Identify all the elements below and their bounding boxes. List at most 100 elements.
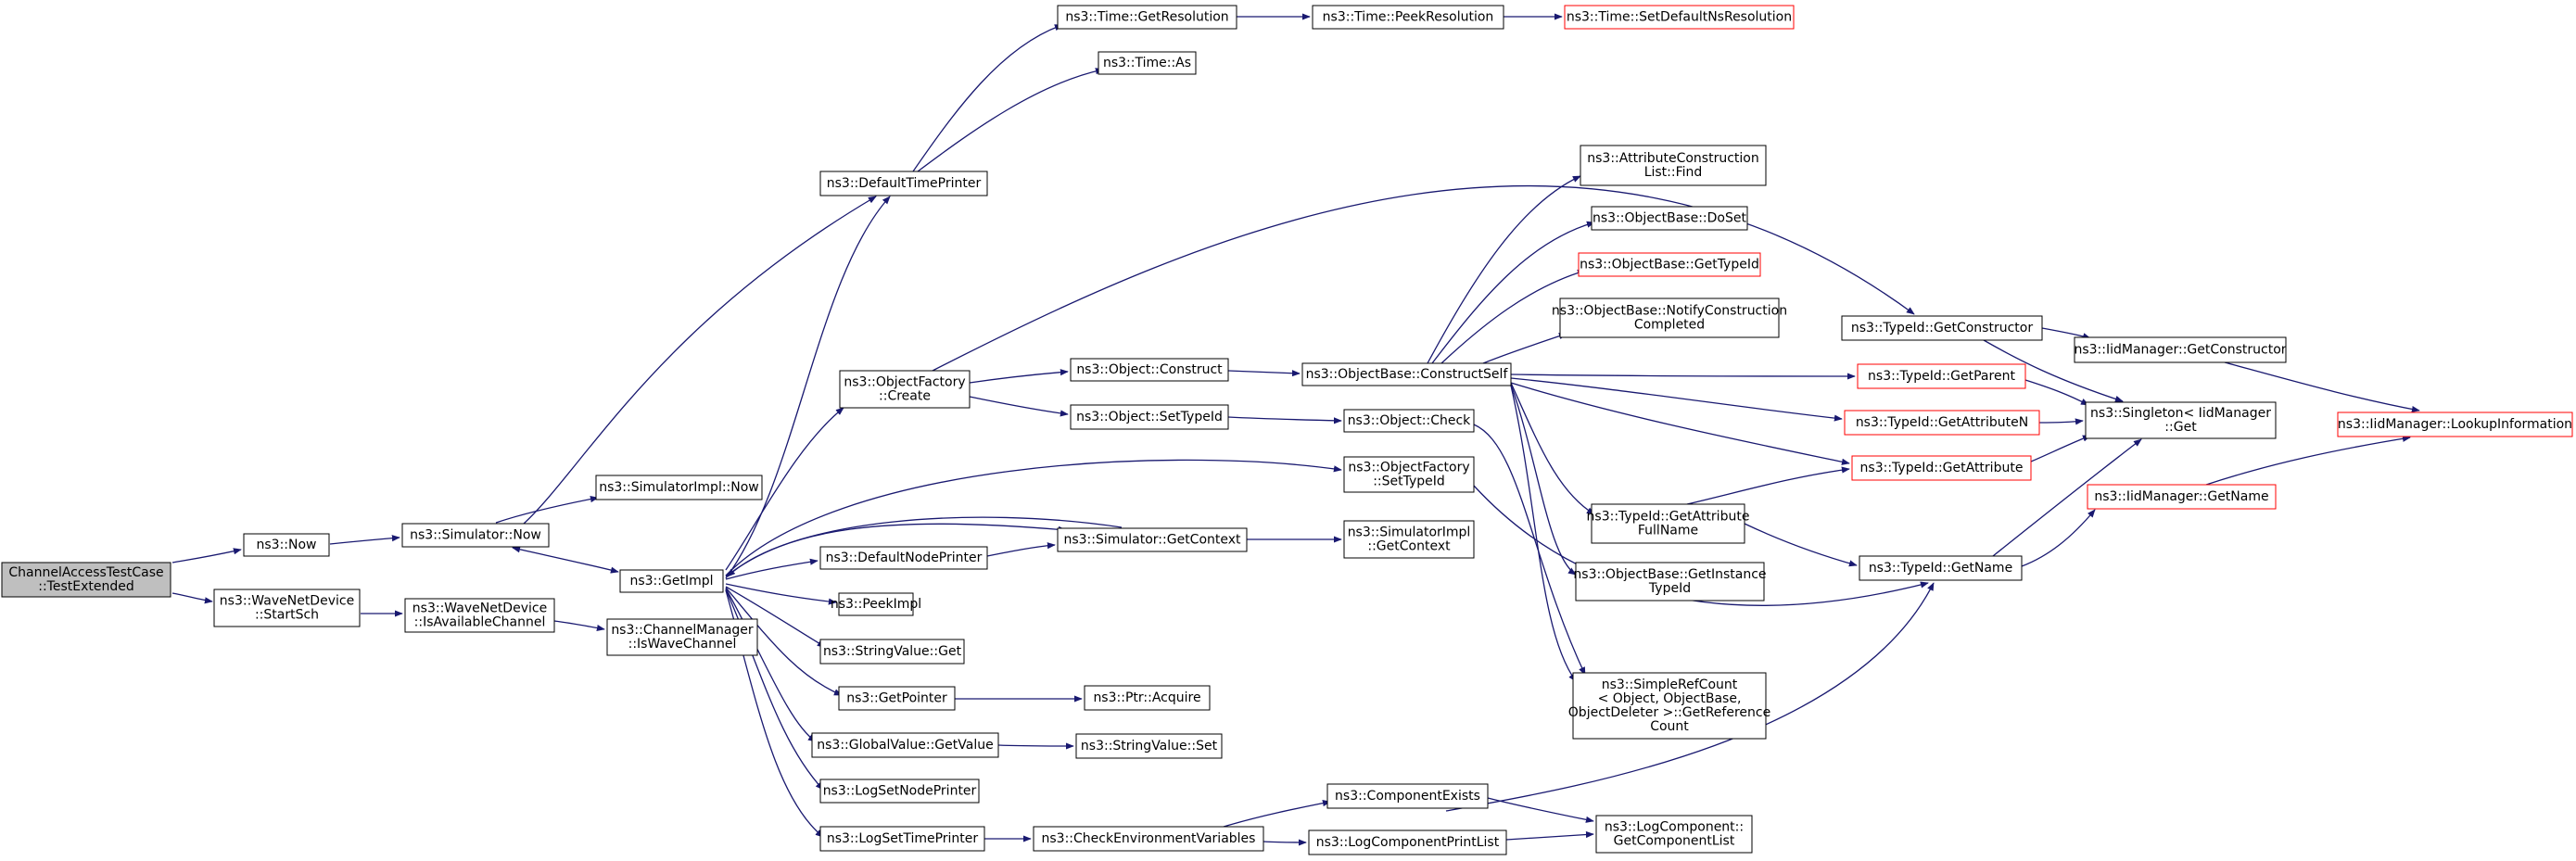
- node-root[interactable]: ChannelAccessTestCase::TestExtended: [1, 562, 171, 598]
- node-simnow[interactable]: ns3::Simulator::Now: [401, 523, 550, 548]
- node-label: ns3::PeekImpl: [831, 597, 921, 612]
- node-obgettypeid[interactable]: ns3::ObjectBase::GetTypeId: [1578, 252, 1761, 277]
- node-box: [1, 562, 171, 598]
- node-label: ::IsAvailableChannel: [414, 615, 546, 630]
- node-label: ns3::ObjectBase::ConstructSelf: [1306, 367, 1509, 382]
- node-timeas[interactable]: ns3::Time::As: [1098, 51, 1197, 75]
- node-label: < Object, ObjectBase,: [1598, 691, 1742, 706]
- node-peekres[interactable]: ns3::Time::PeekResolution: [1312, 5, 1504, 30]
- node-box: [1312, 5, 1504, 30]
- node-box: [401, 523, 550, 548]
- edge-constructself-to-simplerefcount: [1510, 385, 1577, 682]
- node-label: ::Create: [879, 389, 931, 404]
- node-isavail[interactable]: ns3::WaveNetDevice::IsAvailableChannel: [404, 598, 555, 633]
- node-label: ObjectDeleter >::GetReference: [1568, 705, 1770, 720]
- node-compexists[interactable]: ns3::ComponentExists: [1326, 783, 1489, 809]
- node-deftime[interactable]: ns3::DefaultTimePrinter: [819, 171, 988, 196]
- node-label: ns3::GetPointer: [846, 691, 947, 706]
- edge-iidgetconstructor-to-iidlookup: [2224, 361, 2420, 413]
- node-peekimpl[interactable]: ns3::PeekImpl: [831, 592, 921, 616]
- node-label: ns3::GetImpl: [629, 574, 713, 589]
- node-tidgetattr[interactable]: ns3::TypeId::GetAttribute: [1851, 455, 2032, 481]
- node-box: [1591, 503, 1745, 544]
- node-simimplnow[interactable]: ns3::SimulatorImpl::Now: [595, 475, 763, 500]
- node-box: [1857, 363, 2026, 389]
- node-label: ns3::ComponentExists: [1335, 789, 1480, 804]
- edge-tidgetname-to-singletonget: [1992, 438, 2142, 557]
- node-logsettime[interactable]: ns3::LogSetTimePrinter: [819, 826, 985, 852]
- node-simgetctx[interactable]: ns3::Simulator::GetContext: [1057, 527, 1248, 552]
- node-label: ns3::LogSetNodePrinter: [823, 784, 977, 799]
- node-singletonget[interactable]: ns3::Singleton< IidManager::Get: [2085, 401, 2277, 439]
- node-iswave[interactable]: ns3::ChannelManager::IsWaveChannel: [606, 618, 758, 656]
- node-strvalget[interactable]: ns3::StringValue::Get: [819, 639, 965, 665]
- node-box: [1033, 826, 1264, 852]
- node-now[interactable]: ns3::Now: [243, 533, 330, 557]
- edge-getimpl-to-strvalget: [725, 586, 826, 648]
- node-label: ns3::IidManager::GetConstructor: [2074, 343, 2286, 358]
- node-objcheck[interactable]: ns3::Object::Check: [1343, 409, 1475, 433]
- node-iidgetconstructor[interactable]: ns3::IidManager::GetConstructor: [2074, 336, 2287, 363]
- edge-constructself-to-tidgetattrn: [1510, 377, 1843, 422]
- edge-ofcreate-to-tidgetconstructor: [932, 184, 1915, 372]
- edge-root-to-startsch: [171, 592, 213, 604]
- node-label: ns3::Time::PeekResolution: [1323, 10, 1494, 25]
- node-label: ns3::IidManager::GetName: [2094, 489, 2268, 504]
- edge-getimpl-to-logsetnode: [725, 589, 824, 791]
- node-doset[interactable]: ns3::ObjectBase::DoSet: [1591, 206, 1748, 231]
- edge-simnow-to-getimpl: [512, 546, 619, 574]
- node-label: ns3::Object::SetTypeId: [1076, 410, 1223, 424]
- node-label: ns3::StringValue::Get: [823, 644, 962, 659]
- node-box: [1564, 5, 1795, 30]
- edge-getattrfullname-to-tidgetname: [1744, 523, 1858, 567]
- node-box: [1343, 520, 1475, 559]
- node-getpointer[interactable]: ns3::GetPointer: [838, 686, 956, 711]
- node-startsch[interactable]: ns3::WaveNetDevice::StartSch: [213, 589, 361, 627]
- node-label: ns3::Object::Check: [1348, 413, 1471, 428]
- node-box: [619, 569, 724, 593]
- node-tidgetparent[interactable]: ns3::TypeId::GetParent: [1857, 363, 2026, 389]
- node-logcompprint[interactable]: ns3::LogComponentPrintList: [1308, 829, 1507, 855]
- node-objsettypeid[interactable]: ns3::Object::SetTypeId: [1070, 404, 1229, 430]
- node-tidgetattrn[interactable]: ns3::TypeId::GetAttributeN: [1844, 410, 2040, 436]
- edge-gvgetvalue-to-strvalset: [997, 742, 1074, 750]
- node-box: [2087, 484, 2277, 510]
- node-ptracquire[interactable]: ns3::Ptr::Acquire: [1084, 685, 1211, 711]
- edge-ofcreate-to-objsettypeid: [969, 396, 1069, 417]
- node-box: [1841, 315, 2043, 341]
- node-label: ns3::SimpleRefCount: [1602, 677, 1738, 692]
- edges-layer: [171, 13, 2420, 846]
- node-tidgetname[interactable]: ns3::TypeId::GetName: [1859, 555, 2023, 581]
- node-label: ns3::TypeId::GetAttribute: [1587, 510, 1750, 525]
- node-objconstruct[interactable]: ns3::Object::Construct: [1070, 358, 1229, 382]
- node-iidlookup[interactable]: ns3::IidManager::LookupInformation: [2337, 412, 2573, 437]
- node-ofsettypeid[interactable]: ns3::ObjectFactory::SetTypeId: [1343, 456, 1475, 493]
- node-getimpl[interactable]: ns3::GetImpl: [619, 569, 724, 593]
- node-setdefns[interactable]: ns3::Time::SetDefaultNsResolution: [1564, 5, 1795, 30]
- node-notifyconst[interactable]: ns3::ObjectBase::NotifyConstructionCompl…: [1552, 298, 1787, 338]
- node-logsetnode[interactable]: ns3::LogSetNodePrinter: [819, 779, 980, 804]
- node-strvalset[interactable]: ns3::StringValue::Set: [1075, 733, 1223, 759]
- node-defnode[interactable]: ns3::DefaultNodePrinter: [819, 546, 988, 570]
- node-label: ns3::TypeId::GetName: [1869, 561, 2012, 576]
- node-box: [838, 592, 914, 616]
- node-iidgetname[interactable]: ns3::IidManager::GetName: [2087, 484, 2277, 510]
- node-simimplctx[interactable]: ns3::SimulatorImpl::GetContext: [1343, 520, 1475, 559]
- node-simplerefcount[interactable]: ns3::SimpleRefCount< Object, ObjectBase,…: [1568, 672, 1770, 740]
- node-label: ns3::TypeId::GetParent: [1868, 369, 2015, 384]
- node-tidgetconstructor[interactable]: ns3::TypeId::GetConstructor: [1841, 315, 2043, 341]
- node-box: [1844, 410, 2040, 436]
- node-box: [2085, 401, 2277, 439]
- node-ofcreate[interactable]: ns3::ObjectFactory::Create: [839, 370, 971, 409]
- node-gvgetvalue[interactable]: ns3::GlobalValue::GetValue: [811, 732, 999, 758]
- node-label: ::GetContext: [1367, 539, 1451, 554]
- node-constructself[interactable]: ns3::ObjectBase::ConstructSelf: [1301, 362, 1512, 386]
- node-box: [1057, 5, 1237, 30]
- node-checkenv[interactable]: ns3::CheckEnvironmentVariables: [1033, 826, 1264, 852]
- node-getcomplist[interactable]: ns3::LogComponent::GetComponentList: [1595, 815, 1753, 854]
- node-getres[interactable]: ns3::Time::GetResolution: [1057, 5, 1237, 30]
